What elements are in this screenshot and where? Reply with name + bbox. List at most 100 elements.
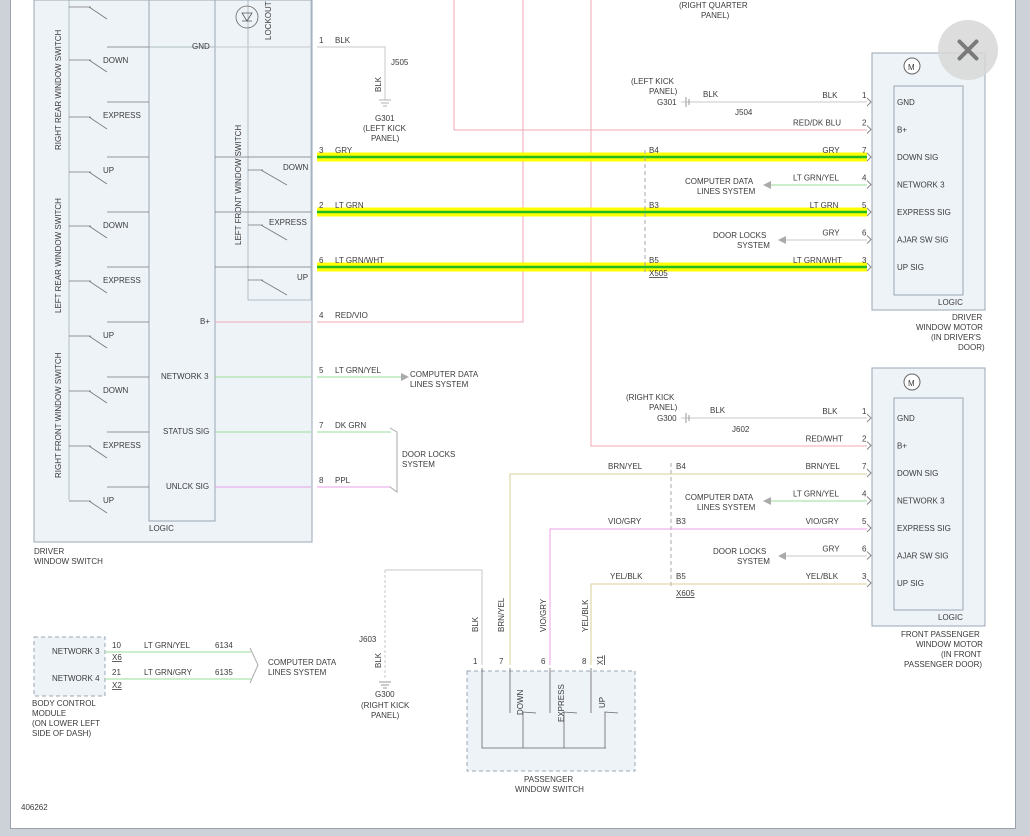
lr-express: EXPRESS <box>103 276 141 285</box>
driver-motor-pin-label: UP SIG <box>897 263 924 272</box>
drv-cd-2: LINES SYSTEM <box>697 187 756 196</box>
wiring-diagram: LOGIC DRIVER WINDOW SWITCH RIGHT REAR WI… <box>21 0 986 812</box>
passenger-motor-pin-num: 6 <box>862 545 867 554</box>
driver-motor-pin-wire: GRY <box>822 229 840 238</box>
driver-motor-pin-label: EXPRESS SIG <box>897 208 951 217</box>
ps-brn-yel: BRN/YEL <box>497 597 506 632</box>
lf-express: EXPRESS <box>269 218 307 227</box>
bcm-cd-2: LINES SYSTEM <box>268 668 327 677</box>
rf-down: DOWN <box>103 386 129 395</box>
bcm-x6: X6 <box>112 653 122 662</box>
w6-color: LT GRN/WHT <box>335 256 384 265</box>
driver-motor-pin-wire: LT GRN <box>810 201 839 210</box>
bcm-pin21: 21 <box>112 668 121 677</box>
w8-pin: 8 <box>319 476 324 485</box>
passenger-motor-title-3: (IN FRONT <box>941 650 982 659</box>
diagram-sheet: LOGIC DRIVER WINDOW SWITCH RIGHT REAR WI… <box>10 0 1016 829</box>
passenger-motor-logic-box <box>893 397 964 611</box>
drv-left-kick-1: (LEFT KICK <box>631 77 675 86</box>
driver-motor-pin-label: NETWORK 3 <box>897 181 945 190</box>
passenger-motor-m: M <box>908 379 915 388</box>
x605-b5: B5 <box>676 572 686 581</box>
passenger-motor-pin-label: GND <box>897 414 915 423</box>
driver-motor-pin-num: 4 <box>862 174 867 183</box>
passenger-motor-pin-wire: RED/WHT <box>806 435 843 444</box>
passenger-motor-logic: LOGIC <box>938 613 963 622</box>
pin-network3: NETWORK 3 <box>161 372 209 381</box>
driver-motor-pin-num: 7 <box>862 146 867 155</box>
passenger-motor-title-1: FRONT PASSENGER <box>901 630 980 639</box>
w5-pin: 5 <box>319 366 324 375</box>
passenger-motor-pin-terminal <box>866 578 872 588</box>
ground-g301-icon <box>379 99 391 107</box>
computer-data-a-2: LINES SYSTEM <box>410 380 469 389</box>
bcm-title-2: MODULE <box>32 709 66 718</box>
lf-up: UP <box>297 273 308 282</box>
rf-express: EXPRESS <box>103 441 141 450</box>
passenger-motor-pin-label: AJAR SW SIG <box>897 552 949 561</box>
driver-motor-pin-num: 5 <box>862 201 867 210</box>
pw-vio-gry: VIO/GRY <box>608 517 642 526</box>
driver-motor-pin-num: 6 <box>862 229 867 238</box>
pin-gnd: GND <box>192 42 210 51</box>
bcm-wire1: LT GRN/YEL <box>144 641 190 650</box>
driver-motor-title-3: (IN DRIVER'S <box>931 333 981 342</box>
bcm-ckt2: 6135 <box>215 668 233 677</box>
left-front-switch-label: LEFT FRONT WINDOW SWITCH <box>234 125 243 245</box>
x505-b4: B4 <box>649 146 659 155</box>
pw-yel-blk: YEL/BLK <box>610 572 643 581</box>
pas-right-kick-1: (RIGHT KICK <box>626 393 675 402</box>
ps-title-2: WINDOW SWITCH <box>515 785 584 794</box>
driver-motor-pin-label: DOWN SIG <box>897 153 938 162</box>
driver-motor-pin-wire: LT GRN/YEL <box>793 174 839 183</box>
driver-motor-pin-num: 2 <box>862 119 867 128</box>
bcm-network3: NETWORK 3 <box>52 647 100 656</box>
close-button[interactable] <box>938 20 998 80</box>
driver-motor-title-4: DOOR) <box>958 343 985 352</box>
bcm-title-3: (ON LOWER LEFT <box>32 719 100 728</box>
lr-down: DOWN <box>103 221 129 230</box>
ps-blk: BLK <box>471 616 480 632</box>
switch-contacts <box>69 6 311 514</box>
driver-switch-logic-box <box>148 0 216 522</box>
w2-pin: 2 <box>319 201 324 210</box>
bcm-box <box>33 636 106 697</box>
right-rear-switch-label: RIGHT REAR WINDOW SWITCH <box>54 29 63 150</box>
driver-motor-pin-wire: RED/DK BLU <box>793 119 841 128</box>
g300-kick-1: (RIGHT KICK <box>361 701 410 710</box>
passenger-motor-pin-label: DOWN SIG <box>897 469 938 478</box>
driver-motor-pin-label: B+ <box>897 126 907 135</box>
pw-brn-yel: BRN/YEL <box>608 462 643 471</box>
g300-blk: BLK <box>374 652 383 668</box>
w1-pin: 1 <box>319 36 324 45</box>
ps-x1: X1 <box>596 655 605 665</box>
ps-pin-1: 1 <box>473 657 478 666</box>
x605-b3: B3 <box>676 517 686 526</box>
passenger-motor-pin-wire: YEL/BLK <box>806 572 839 581</box>
passenger-motor-title-2: WINDOW MOTOR <box>916 640 983 649</box>
pas-j602: J602 <box>732 425 750 434</box>
driver-motor-pin-terminal <box>866 235 872 244</box>
j505-label: J505 <box>391 58 409 67</box>
pas-dl-1: DOOR LOCKS <box>713 547 766 556</box>
driver-motor-pin-terminal <box>866 152 872 162</box>
passenger-motor-pin-wire: VIO/GRY <box>806 517 840 526</box>
w5-color: LT GRN/YEL <box>335 366 381 375</box>
w7-pin: 7 <box>319 421 324 430</box>
w2-color: LT GRN <box>335 201 364 210</box>
driver-motor-pin-wire: GRY <box>822 146 840 155</box>
pas-blk: BLK <box>710 406 726 415</box>
passenger-motor-pin-terminal <box>866 468 872 478</box>
lockout-indicator-label: LOCKOUT INDICATOR <box>264 0 273 40</box>
drv-dl-2: SYSTEM <box>737 241 770 250</box>
g301-label: G301 <box>375 114 395 123</box>
pin-status-sig: STATUS SIG <box>163 427 209 436</box>
passenger-motor-pin-num: 2 <box>862 435 867 444</box>
driver-wire-paths <box>215 0 867 493</box>
bcm-title-4: SIDE OF DASH) <box>32 729 91 738</box>
passenger-motor-pin-num: 3 <box>862 572 867 581</box>
driver-motor-logic-box <box>893 85 964 296</box>
driver-motor-pin-wire: BLK <box>822 91 838 100</box>
passenger-switch-box <box>466 670 636 772</box>
